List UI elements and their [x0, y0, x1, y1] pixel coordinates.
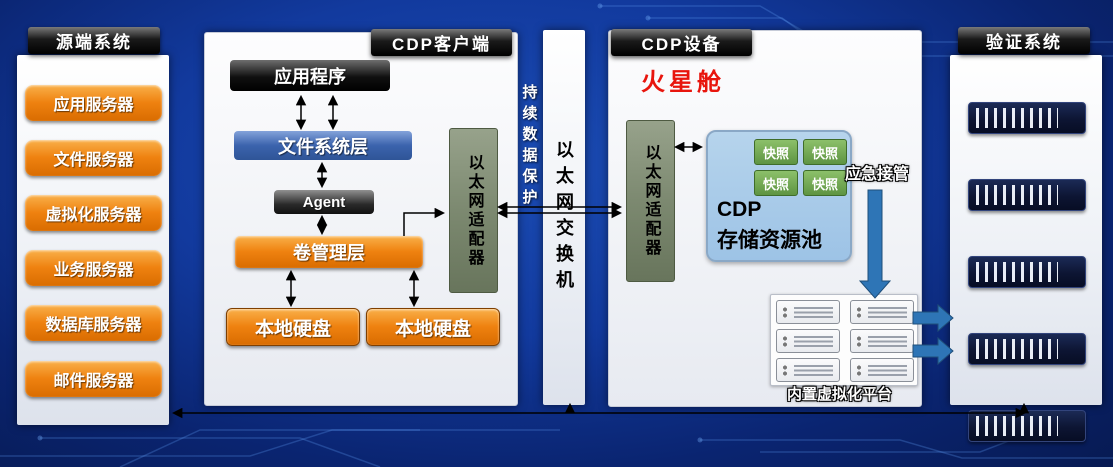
volume-layer-box: 卷管理层	[235, 236, 423, 268]
application-box: 应用程序	[230, 60, 390, 91]
storage-pool-label-line2: 存储资源池	[717, 229, 822, 252]
local-disk-right-box: 本地硬盘	[366, 308, 500, 346]
source-server-file: 文件服务器	[25, 140, 162, 176]
device-ethernet-adapter-box: 以太网适配器	[626, 120, 675, 282]
server-unit-icon	[850, 358, 914, 382]
verify-server-icon	[968, 179, 1086, 211]
source-system-title: 源端系统	[28, 27, 160, 54]
verify-server-icon	[968, 256, 1086, 288]
server-unit-icon	[850, 300, 914, 324]
source-server-virtual: 虚拟化服务器	[25, 195, 162, 231]
local-disk-left-box: 本地硬盘	[226, 308, 360, 346]
source-server-mail: 邮件服务器	[25, 361, 162, 397]
emergency-takeover-label: 应急接管	[845, 166, 910, 183]
snapshot-box: 快照	[803, 170, 847, 196]
snapshot-grid: 快照 快照 快照 快照	[754, 139, 847, 196]
snapshot-box: 快照	[803, 139, 847, 165]
filesystem-layer-box: 文件系统层	[234, 131, 412, 160]
ethernet-switch-strip: 以太网交换机	[543, 30, 585, 405]
source-server-app: 应用服务器	[25, 85, 162, 121]
verify-server-icon	[968, 102, 1086, 134]
snapshot-box: 快照	[754, 170, 798, 196]
source-server-database: 数据库服务器	[25, 305, 162, 341]
server-unit-icon	[776, 358, 840, 382]
server-unit-icon	[776, 329, 840, 353]
continuous-protection-label-wrap: 持续数据保护	[516, 84, 542, 234]
server-unit-icon	[850, 329, 914, 353]
cdp-storage-pool-box: 快照 快照 快照 快照 CDP 存储资源池	[706, 130, 852, 262]
storage-pool-label-line1: CDP	[717, 198, 762, 221]
agent-box: Agent	[274, 190, 374, 214]
ethernet-switch-label: 以太网交换机	[554, 139, 574, 296]
server-unit-icon	[776, 300, 840, 324]
verify-server-icon	[968, 333, 1086, 365]
source-server-business: 业务服务器	[25, 250, 162, 286]
brand-logo: 火星舱	[641, 69, 725, 96]
client-ethernet-adapter-box: 以太网适配器	[449, 128, 498, 293]
snapshot-box: 快照	[754, 139, 798, 165]
cdp-client-title: CDP客户端	[371, 29, 512, 56]
device-ethernet-adapter-label: 以太网适配器	[642, 144, 660, 258]
builtin-virtualization-label: 内置虚拟化平台	[787, 386, 893, 403]
verify-server-icon	[968, 410, 1086, 442]
continuous-protection-label: 持续数据保护	[520, 84, 538, 210]
verify-system-title: 验证系统	[958, 27, 1090, 54]
client-ethernet-adapter-label: 以太网适配器	[465, 153, 483, 268]
virtualization-rack	[770, 294, 918, 386]
cdp-device-title: CDP设备	[611, 29, 752, 56]
